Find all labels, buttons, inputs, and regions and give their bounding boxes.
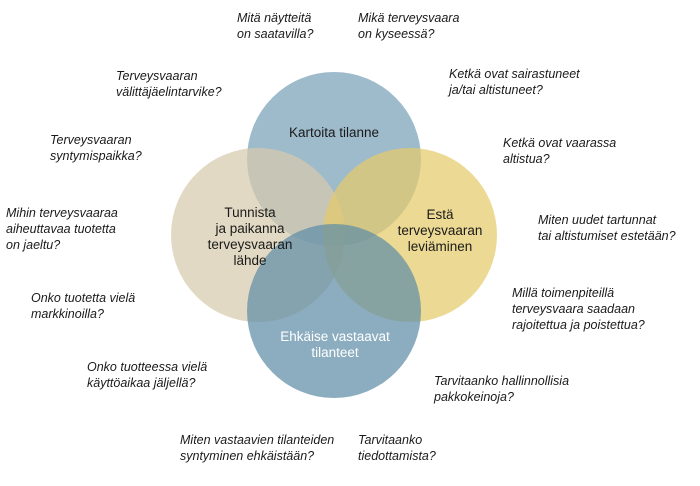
label-kartoita: Kartoita tilanne bbox=[288, 125, 380, 140]
question-syntymispaikka: Terveysvaaran syntymispaikka? bbox=[50, 133, 142, 163]
label-esta: Estä terveysvaaran leviäminen bbox=[397, 207, 483, 254]
question-kayttoaika: Onko tuotteessa vielä käyttöaikaa jäljel… bbox=[87, 360, 208, 390]
circle-ehkaise bbox=[247, 224, 421, 398]
question-jaeltu: Mihin terveysvaaraa aiheuttavaa tuotetta… bbox=[6, 206, 118, 252]
label-ehkaise: Ehkäise vastaavat tilanteet bbox=[280, 329, 390, 360]
question-valittajaelintarvike: Terveysvaaran välittäjäelintarvike? bbox=[116, 69, 222, 99]
question-vaarassa: Ketkä ovat vaarassa altistua? bbox=[503, 136, 617, 166]
question-terveysvaara: Mikä terveysvaara on kyseessä? bbox=[358, 11, 460, 41]
question-tartunnat: Miten uudet tartunnat tai altistumiset e… bbox=[538, 213, 676, 243]
question-markkinoilla: Onko tuotetta vielä markkinoilla? bbox=[31, 291, 136, 321]
question-sairastuneet: Ketkä ovat sairastuneet ja/tai altistune… bbox=[449, 67, 580, 97]
question-ehkaisy: Miten vastaavien tilanteiden syntyminen … bbox=[180, 433, 335, 463]
question-toimenpiteet: Millä toimenpiteillä terveysvaara saadaa… bbox=[512, 286, 645, 332]
question-pakkokeinot: Tarvitaanko hallinnollisia pakkokeinoja? bbox=[434, 374, 570, 404]
question-tiedottaminen: Tarvitaanko tiedottamista? bbox=[358, 433, 436, 463]
label-tunnista: Tunnista ja paikanna terveysvaaran lähde bbox=[207, 205, 293, 268]
question-nayteet: Mitä näytteitä on saatavilla? bbox=[237, 11, 314, 41]
